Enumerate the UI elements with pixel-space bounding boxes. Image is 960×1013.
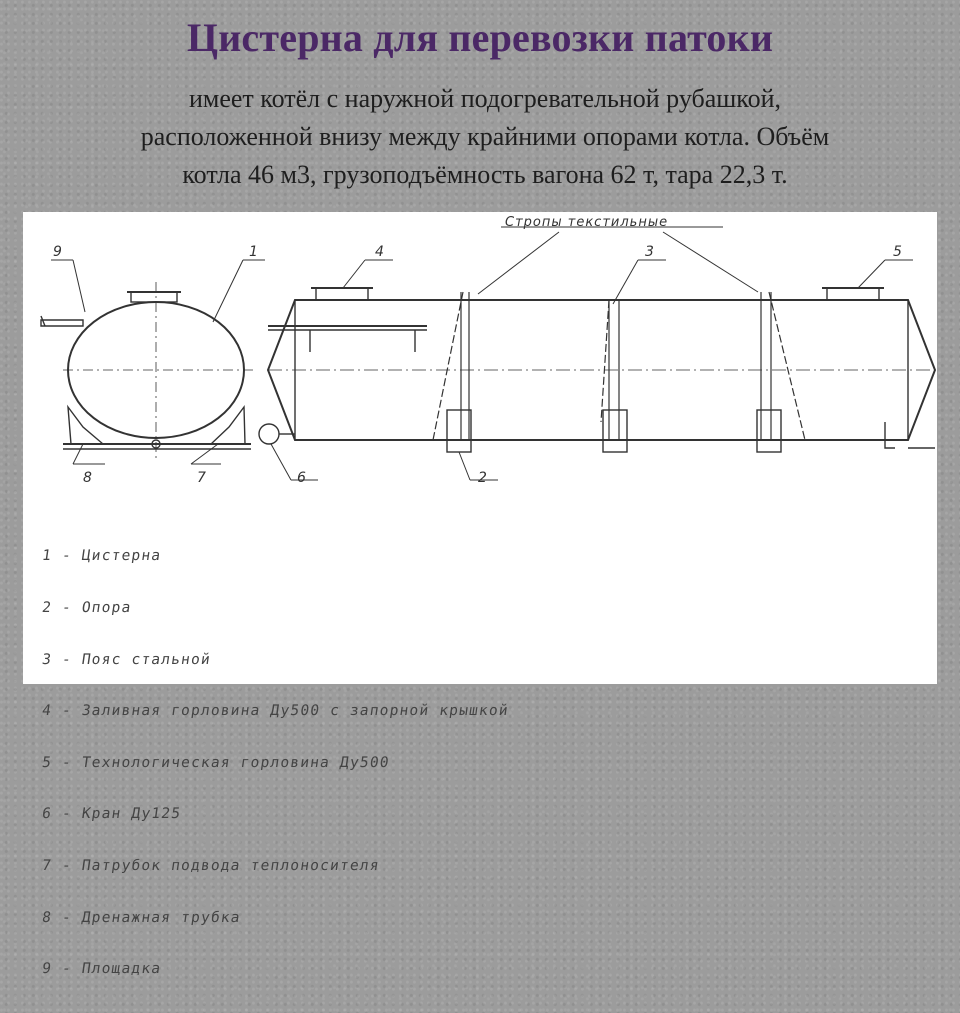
- callout-2: 2: [478, 470, 487, 486]
- callout-8: 8: [83, 470, 92, 486]
- subtitle-line: имеет котёл с наружной подогревательной …: [188, 84, 782, 113]
- tank-end-view: [40, 259, 265, 465]
- slings-label: Стропы текстильные: [505, 215, 668, 230]
- slide-title: Цистерна для перевозки патоки: [186, 15, 774, 60]
- subtitle-line: котла 46 м3, грузоподъёмность вагона 62 …: [182, 160, 788, 189]
- callout-labels: 9 1 8 7 4 3 5 6 2 Стропы текстильные: [53, 215, 902, 486]
- legend-item: 8 - Дренажная трубка: [40, 909, 242, 926]
- legend-item: 4 - Заливная горловина Ду500 с запорной …: [40, 703, 510, 720]
- callout-5: 5: [893, 244, 902, 260]
- callout-4: 4: [375, 244, 384, 260]
- callout-6: 6: [297, 470, 306, 486]
- legend-item: 1 - Цистерна: [40, 548, 163, 565]
- technical-drawing: 9 1 8 7 4 3 5 6 2 Стропы текстильные 1 -…: [23, 212, 937, 977]
- tank-drawing-svg: 9 1 8 7 4 3 5 6 2 Стропы текстильные: [40, 215, 937, 486]
- legend-item: 7 - Патрубок подвода теплоносителя: [40, 858, 381, 875]
- callout-9: 9: [53, 244, 62, 260]
- legend-item: 5 - Технологическая горловина Ду500: [40, 754, 391, 771]
- legend-item: 2 - Опора: [40, 600, 133, 617]
- callout-1: 1: [249, 244, 258, 260]
- drawing-legend: 1 - Цистерна 2 - Опора 3 - Пояс стальной…: [40, 514, 510, 1013]
- slide-subtitle: имеет котёл с наружной подогревательной …: [60, 80, 910, 194]
- tank-side-view: [258, 226, 937, 481]
- legend-item: 9 - Площадка: [40, 961, 163, 978]
- legend-item: 6 - Кран Ду125: [40, 806, 183, 823]
- legend-item: 3 - Пояс стальной: [40, 651, 213, 668]
- callout-7: 7: [197, 470, 206, 486]
- callout-3: 3: [645, 244, 654, 260]
- subtitle-line: расположенной внизу между крайними опора…: [140, 122, 830, 151]
